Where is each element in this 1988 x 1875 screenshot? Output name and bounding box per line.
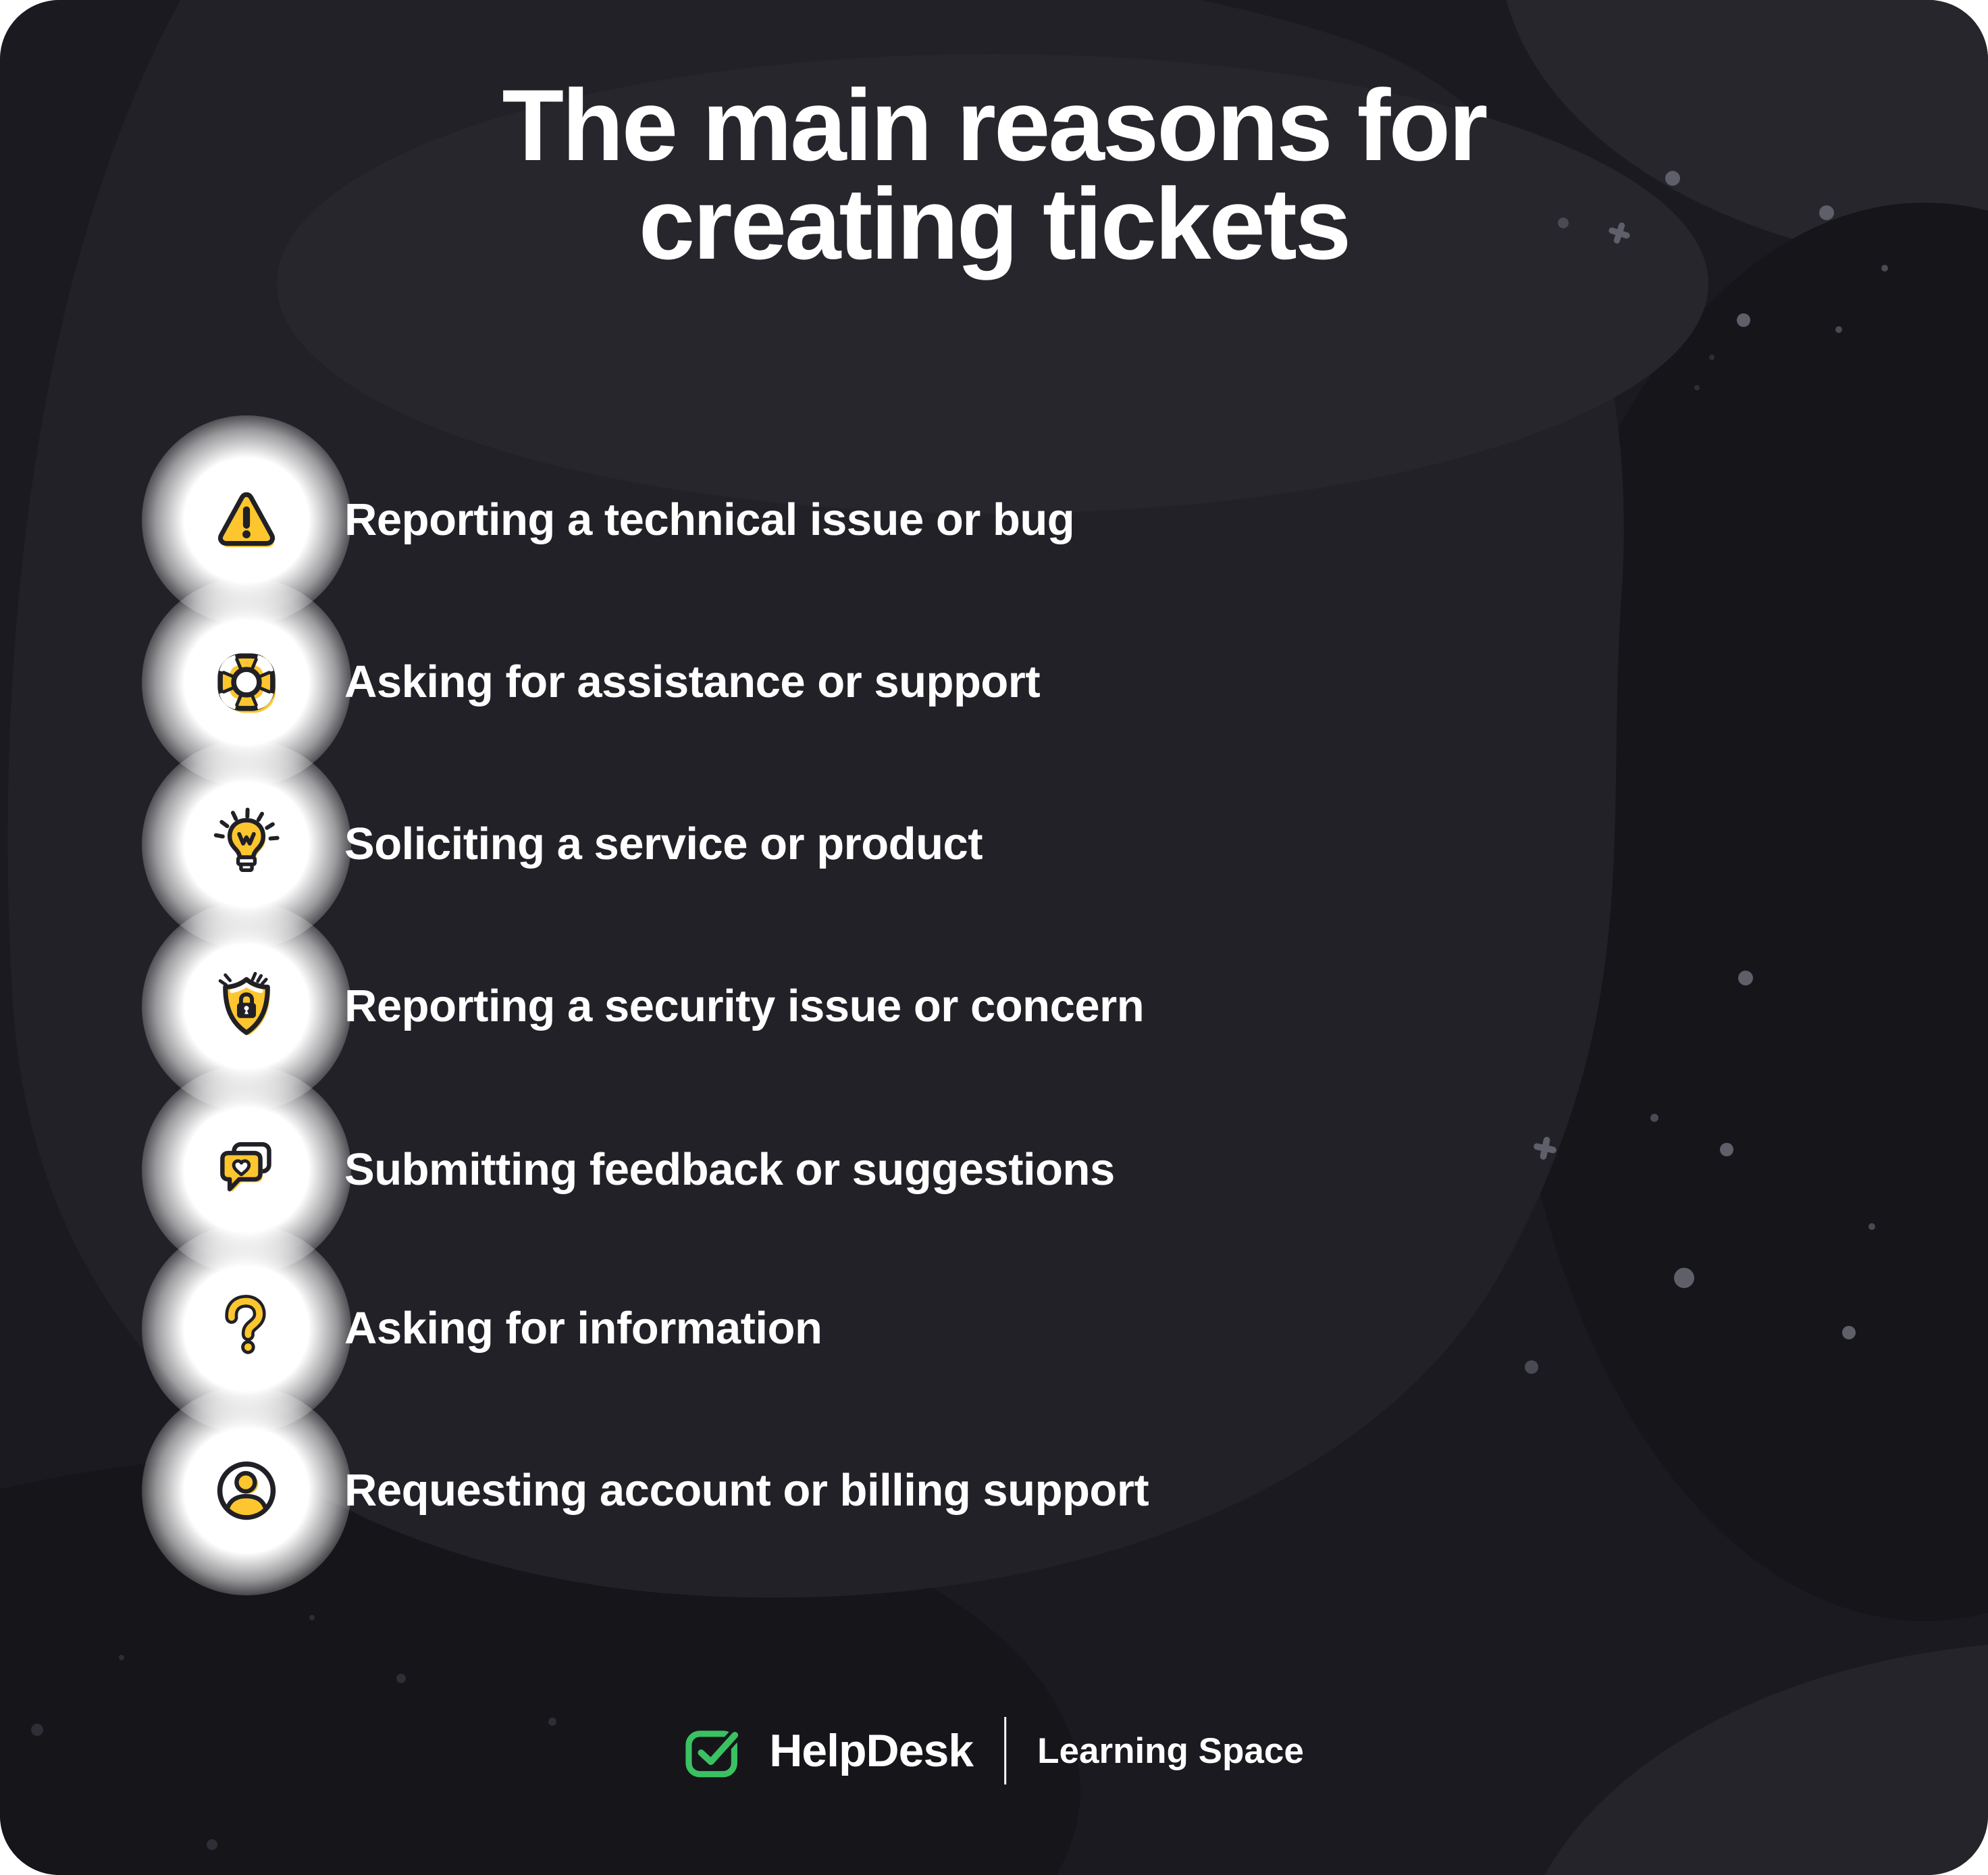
sparkle-cross-icon bbox=[1608, 222, 1630, 244]
reason-label: Reporting a security issue or concern bbox=[344, 981, 1145, 1031]
chat-heart-icon bbox=[220, 1141, 271, 1192]
star-dot bbox=[1558, 217, 1569, 228]
star-dot bbox=[1694, 385, 1700, 390]
star-dot bbox=[1720, 1143, 1733, 1156]
star-dot bbox=[1737, 313, 1750, 327]
star-dot bbox=[31, 1724, 43, 1736]
star-dot bbox=[207, 1839, 217, 1850]
page-title-line1: The main reasons for bbox=[502, 68, 1488, 182]
reason-label: Submitting feedback or suggestions bbox=[344, 1144, 1115, 1195]
lightbulb-icon bbox=[213, 807, 280, 873]
star-dot bbox=[1665, 171, 1680, 186]
star-dot bbox=[1868, 1223, 1875, 1230]
brand-name: HelpDesk bbox=[769, 1725, 974, 1776]
reason-label: Asking for assistance or support bbox=[344, 657, 1041, 707]
reason-label: Reporting a technical issue or bug bbox=[344, 494, 1075, 545]
page-title: The main reasons for creating tickets bbox=[0, 68, 1988, 280]
footer-divider bbox=[1004, 1717, 1007, 1784]
star-dot bbox=[1674, 1268, 1694, 1288]
star-dot bbox=[119, 1655, 124, 1660]
star-dot bbox=[548, 1718, 556, 1726]
user-account-icon bbox=[217, 1461, 276, 1520]
star-dot bbox=[309, 1615, 315, 1620]
star-dot bbox=[1650, 1114, 1658, 1122]
star-dot bbox=[1709, 355, 1715, 360]
reason-label: Asking for information bbox=[344, 1303, 822, 1354]
footer-tagline: Learning Space bbox=[1037, 1730, 1304, 1771]
helpdesk-check-logo bbox=[685, 1728, 741, 1778]
lifebuoy-icon bbox=[217, 653, 276, 713]
star-dot bbox=[1881, 265, 1888, 272]
shield-lock-icon bbox=[218, 971, 271, 1035]
warning-triangle-icon bbox=[217, 492, 276, 547]
reason-label: Requesting account or billing support bbox=[344, 1465, 1149, 1516]
star-dot bbox=[396, 1674, 406, 1683]
star-dot bbox=[1525, 1360, 1538, 1374]
star-dot bbox=[1819, 205, 1834, 220]
icon-glow bbox=[142, 1386, 351, 1595]
star-dot bbox=[1738, 971, 1753, 985]
star-dot bbox=[1842, 1326, 1856, 1339]
reason-label: Soliciting a service or product bbox=[344, 819, 983, 869]
footer: HelpDesk Learning Space bbox=[684, 1717, 1304, 1784]
question-mark-icon bbox=[225, 1295, 266, 1354]
page-title-line2: creating tickets bbox=[638, 167, 1351, 280]
sparkle-cross-icon bbox=[1534, 1137, 1557, 1160]
star-dot bbox=[1835, 326, 1842, 333]
